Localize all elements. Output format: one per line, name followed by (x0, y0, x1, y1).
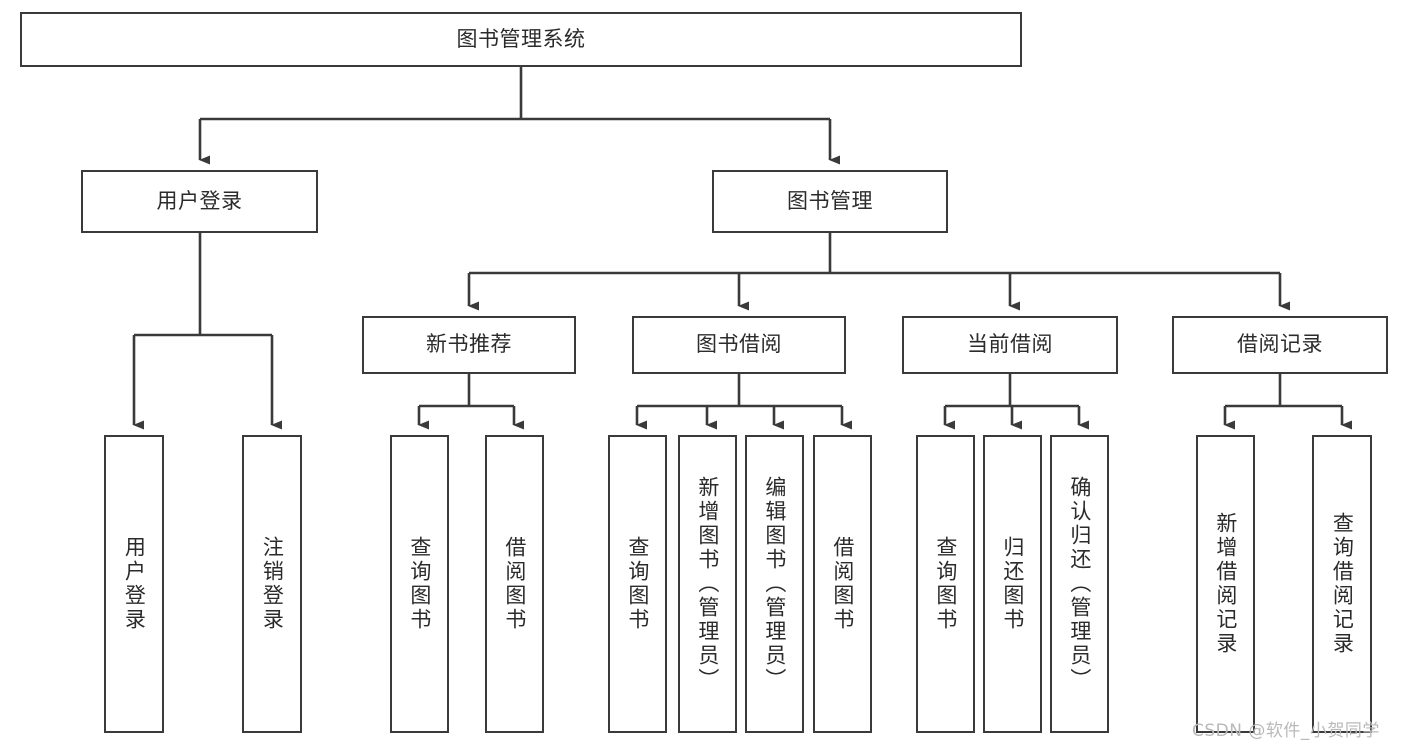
leaf-query-books-current[interactable]: 查询图书 (916, 435, 975, 733)
node-borrowing-records[interactable]: 借阅记录 (1172, 316, 1388, 374)
leaf-borrow-books-new-book[interactable]: 借阅图书 (485, 435, 544, 733)
node-label: 编辑图书（管理员） (762, 476, 787, 692)
node-label: 查询图书 (407, 536, 432, 632)
leaf-return-books[interactable]: 归还图书 (983, 435, 1042, 733)
leaf-user-login[interactable]: 用户登录 (104, 435, 164, 733)
node-label: 查询图书 (625, 536, 650, 632)
leaf-add-book-admin[interactable]: 新增图书（管理员） (678, 435, 737, 733)
connector-group-book-borrow (635, 374, 852, 430)
leaf-query-books-new-book[interactable]: 查询图书 (390, 435, 449, 733)
node-label: 注销登录 (260, 536, 285, 632)
node-label: 新书推荐 (426, 332, 512, 357)
connector-group-user-login (132, 233, 282, 430)
node-book-management[interactable]: 图书管理 (712, 170, 948, 233)
node-label: 图书管理系统 (456, 26, 586, 51)
leaf-confirm-return-admin[interactable]: 确认归还（管理员） (1050, 435, 1109, 733)
node-label: 当前借阅 (967, 332, 1053, 357)
leaf-logout[interactable]: 注销登录 (242, 435, 302, 733)
node-label: 用户登录 (122, 536, 147, 632)
node-label: 查询借阅记录 (1330, 512, 1355, 656)
node-current-borrowing[interactable]: 当前借阅 (902, 316, 1118, 374)
node-new-book-recommendation[interactable]: 新书推荐 (362, 316, 576, 374)
node-label: 用户登录 (156, 188, 243, 213)
node-root-book-management-system[interactable]: 图书管理系统 (20, 12, 1022, 67)
node-label: 借阅图书 (502, 536, 527, 632)
connector-group-book-manage (467, 233, 1290, 311)
connector-group-borrow-record (1223, 374, 1352, 430)
leaf-query-borrow-record[interactable]: 查询借阅记录 (1312, 435, 1372, 733)
node-label: 借阅记录 (1237, 332, 1323, 357)
leaf-edit-book-admin[interactable]: 编辑图书（管理员） (745, 435, 804, 733)
node-label: 新增借阅记录 (1213, 512, 1238, 656)
connector-group-current-borrow (943, 374, 1089, 430)
connector-group-root (198, 67, 840, 165)
node-label: 归还图书 (1000, 536, 1025, 632)
node-label: 图书管理 (787, 188, 873, 213)
node-user-login[interactable]: 用户登录 (81, 170, 318, 233)
node-label: 新增图书（管理员） (695, 476, 720, 692)
connector-group-new-book (417, 374, 524, 430)
csdn-watermark: CSDN @软件_小贺同学 (1192, 721, 1380, 741)
node-label: 确认归还（管理员） (1067, 476, 1092, 692)
node-book-borrowing[interactable]: 图书借阅 (632, 316, 846, 374)
leaf-query-books-borrowing[interactable]: 查询图书 (608, 435, 667, 733)
node-label: 图书借阅 (696, 332, 782, 357)
leaf-add-borrow-record[interactable]: 新增借阅记录 (1196, 435, 1255, 733)
node-label: 借阅图书 (830, 536, 855, 632)
node-label: 查询图书 (933, 536, 958, 632)
leaf-borrow-books-borrowing[interactable]: 借阅图书 (813, 435, 872, 733)
